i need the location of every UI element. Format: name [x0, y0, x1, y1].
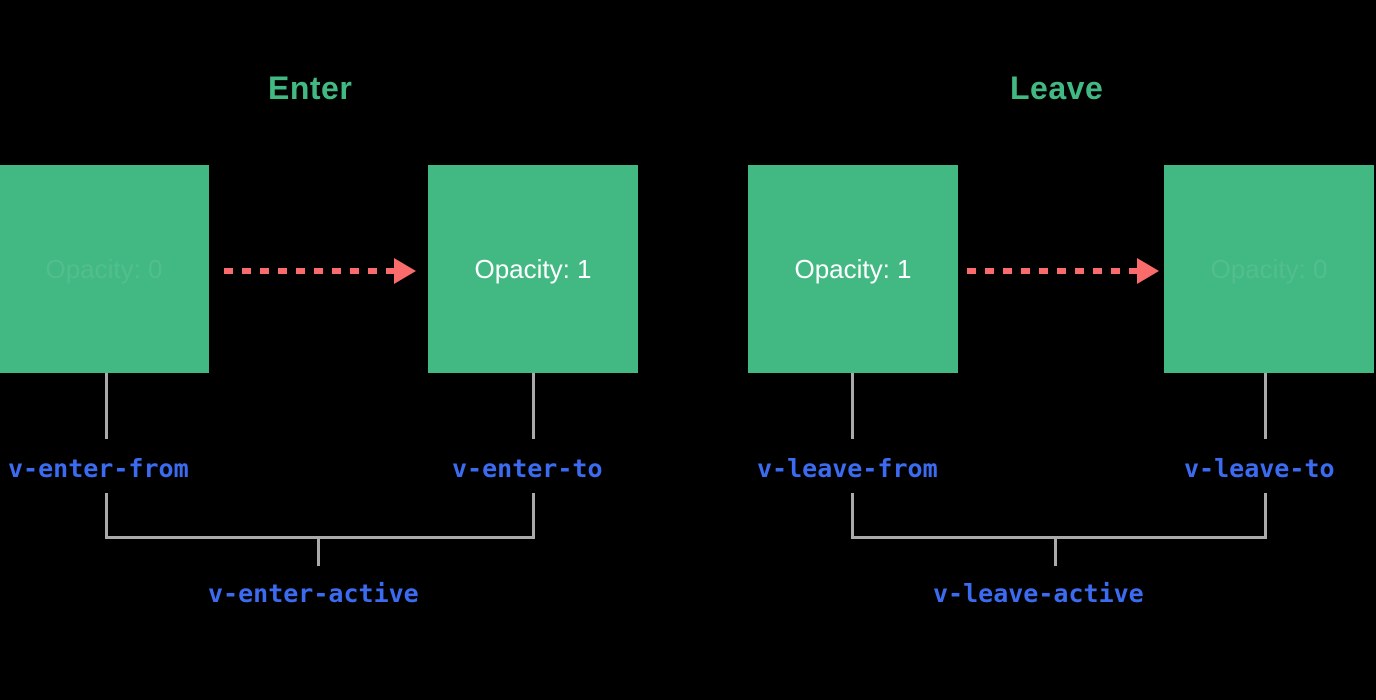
section-title-enter: Enter: [268, 70, 353, 106]
state-box-leave-to: Opacity: 0: [1164, 165, 1374, 373]
class-label-v-leave-active: v-leave-active: [933, 579, 1144, 608]
transition-arrow-leave: [967, 258, 1159, 284]
bracket-bar-leave: [851, 536, 1267, 539]
arrow-dashed-line: [224, 268, 396, 274]
bracket-stem-enter: [317, 536, 320, 566]
class-label-v-leave-from: v-leave-from: [757, 454, 938, 483]
bracket-arm-right-enter: [532, 493, 535, 539]
class-label-v-enter-to: v-enter-to: [452, 454, 603, 483]
bracket-arm-right-leave: [1264, 493, 1267, 539]
state-box-label: Opacity: 1: [474, 254, 592, 284]
arrow-head-icon: [1137, 258, 1159, 284]
arrow-dashed-line: [967, 268, 1139, 274]
connector-line-enter-to: [532, 373, 535, 439]
bracket-stem-leave: [1054, 536, 1057, 566]
state-box-label: Opacity: 0: [1210, 254, 1328, 284]
bracket-arm-left-enter: [105, 493, 108, 539]
transition-arrow-enter: [224, 258, 416, 284]
arrow-head-icon: [394, 258, 416, 284]
bracket-arm-left-leave: [851, 493, 854, 539]
class-label-v-leave-to: v-leave-to: [1184, 454, 1335, 483]
class-label-v-enter-active: v-enter-active: [208, 579, 419, 608]
state-box-leave-from: Opacity: 1: [748, 165, 958, 373]
class-label-v-enter-from: v-enter-from: [8, 454, 189, 483]
section-title-leave: Leave: [1010, 70, 1104, 106]
state-box-enter-from: Opacity: 0: [0, 165, 209, 373]
state-box-label: Opacity: 1: [794, 254, 912, 284]
state-box-enter-to: Opacity: 1: [428, 165, 638, 373]
connector-line-leave-from: [851, 373, 854, 439]
connector-line-enter-from: [105, 373, 108, 439]
bracket-bar-enter: [105, 536, 535, 539]
state-box-label: Opacity: 0: [45, 254, 163, 284]
connector-line-leave-to: [1264, 373, 1267, 439]
